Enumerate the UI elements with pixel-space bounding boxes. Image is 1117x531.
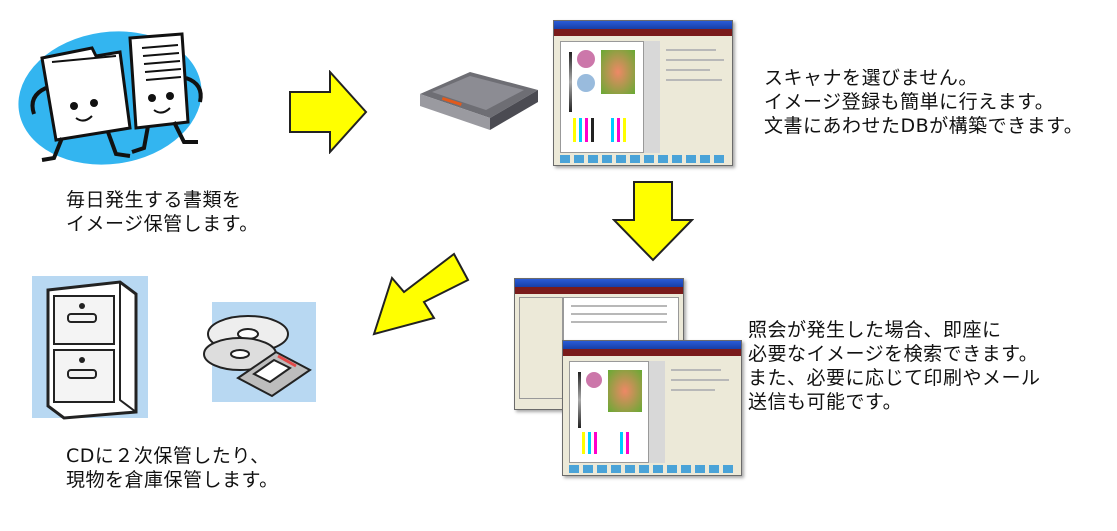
filing-cabinet-icon <box>32 276 148 420</box>
documents-illustration <box>18 31 203 165</box>
yellow-arrow-icon <box>289 70 368 154</box>
yellow-arrow-icon <box>612 181 694 262</box>
imaging-app-window-icon <box>553 20 733 166</box>
search-caption: 照会が発生した場合、即座に 必要なイメージを検索できます。 また、必要に応じて印… <box>748 319 1041 413</box>
archive-caption: CDに２次保管したり、 現物を倉庫保管します。 <box>66 445 279 491</box>
folder-and-paper-characters-icon <box>18 31 203 165</box>
cd-and-floppy-disk-icon <box>203 302 316 402</box>
yellow-arrow-icon <box>372 252 470 336</box>
scan-caption: スキャナを選びません。 イメージ登録も簡単に行えます。 文書にあわせたDBが構築… <box>764 67 1084 137</box>
imaging-app-window-icon <box>562 340 742 476</box>
flatbed-scanner-icon <box>420 72 538 130</box>
capture-caption: 毎日発生する書類を イメージ保管します。 <box>66 189 259 235</box>
